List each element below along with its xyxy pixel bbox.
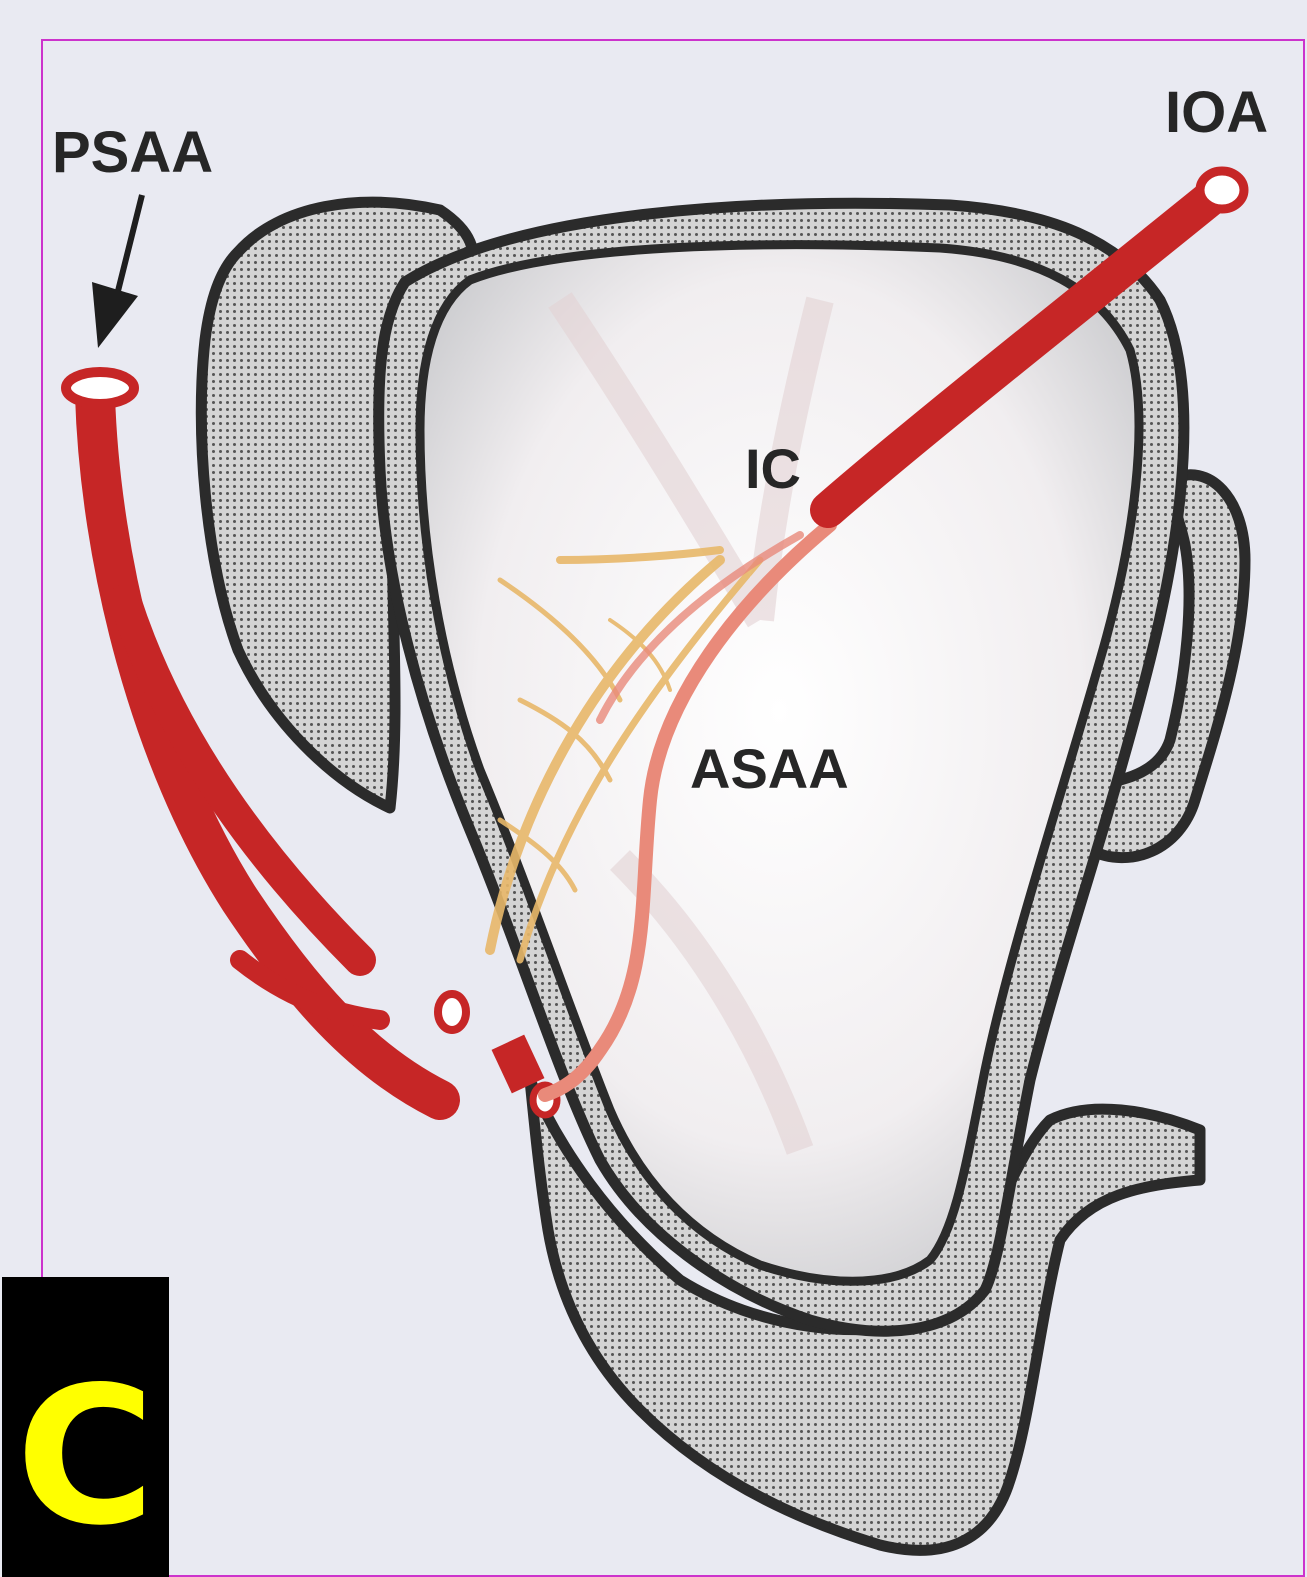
panel-letter: C: [16, 1362, 155, 1552]
ioa-lumen: [1200, 171, 1244, 209]
label-asaa: ASAA: [690, 737, 849, 800]
label-ioa: IOA: [1165, 80, 1268, 145]
label-psaa: PSAA: [52, 120, 213, 185]
psaa-lumen: [66, 372, 134, 404]
artery-cross-section-1: [438, 994, 466, 1030]
panel-badge: C: [2, 1277, 169, 1577]
label-ic: IC: [745, 437, 801, 500]
